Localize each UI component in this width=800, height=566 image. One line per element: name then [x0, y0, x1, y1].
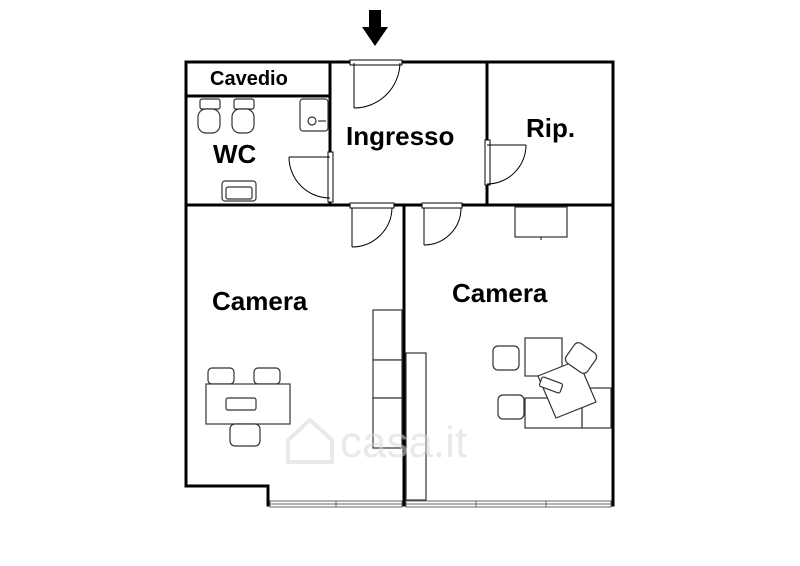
watermark: casa.it	[286, 417, 467, 467]
room-label-wc: WC	[213, 139, 257, 169]
room-label-rip: Rip.	[526, 113, 575, 143]
interior-walls	[186, 62, 613, 505]
room-label-camera-left: Camera	[212, 286, 308, 316]
doors	[288, 59, 527, 248]
left-camera-furniture	[205, 309, 403, 449]
bottom-windows	[269, 500, 612, 508]
rip-cabinet	[514, 206, 568, 240]
room-label-ingresso: Ingresso	[346, 121, 454, 151]
down-arrow-icon	[362, 10, 388, 46]
watermark-text: casa.it	[340, 418, 467, 467]
house-icon	[286, 417, 334, 464]
right-camera-furniture	[405, 337, 612, 501]
room-label-camera-right: Camera	[452, 278, 548, 308]
wc-fixtures	[197, 98, 329, 202]
room-label-cavedio: Cavedio	[210, 68, 288, 90]
